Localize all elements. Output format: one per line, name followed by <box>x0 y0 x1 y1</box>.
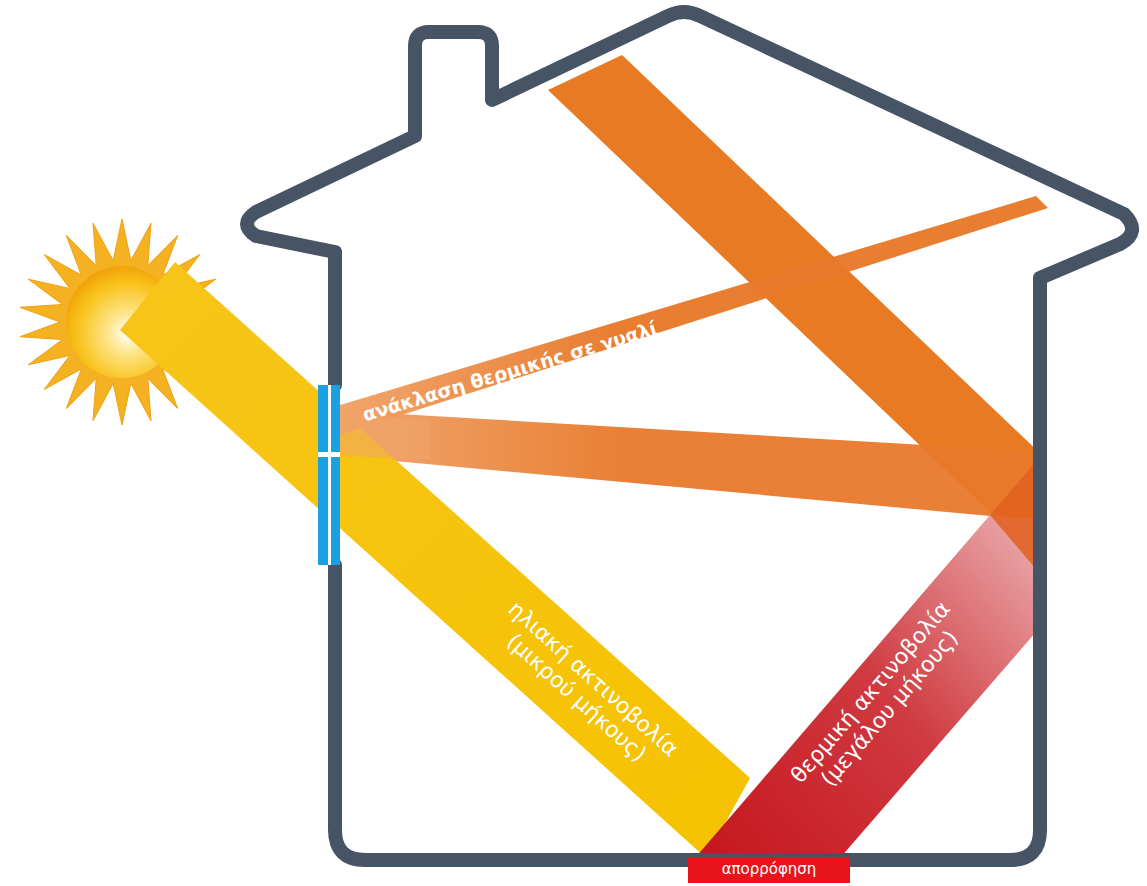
absorption-box: απορρόφηση <box>688 857 850 882</box>
band-text: ανάκλαση θερμικής σε γυαλί <box>325 307 695 436</box>
window-symbol <box>318 385 340 565</box>
radiation-band-label: θερμική ακτινοβολία (μεγάλου μήκους) <box>783 593 978 808</box>
band-text: απορρόφηση <box>690 861 848 878</box>
band-text: θερμική ακτινοβολία (μεγάλου μήκους) <box>783 593 978 808</box>
radiation-band-label: ανάκλαση θερμικής σε γυαλί <box>325 307 695 436</box>
house-outline <box>247 12 1132 860</box>
thermal-band <box>695 515 1042 858</box>
band-text: ηλιακή ακτινοβολία (μικρού μήκους) <box>483 592 688 783</box>
solar-band <box>120 262 750 858</box>
radiation-band-label: ηλιακή ακτινοβολία (μικρού μήκους) <box>483 592 688 783</box>
